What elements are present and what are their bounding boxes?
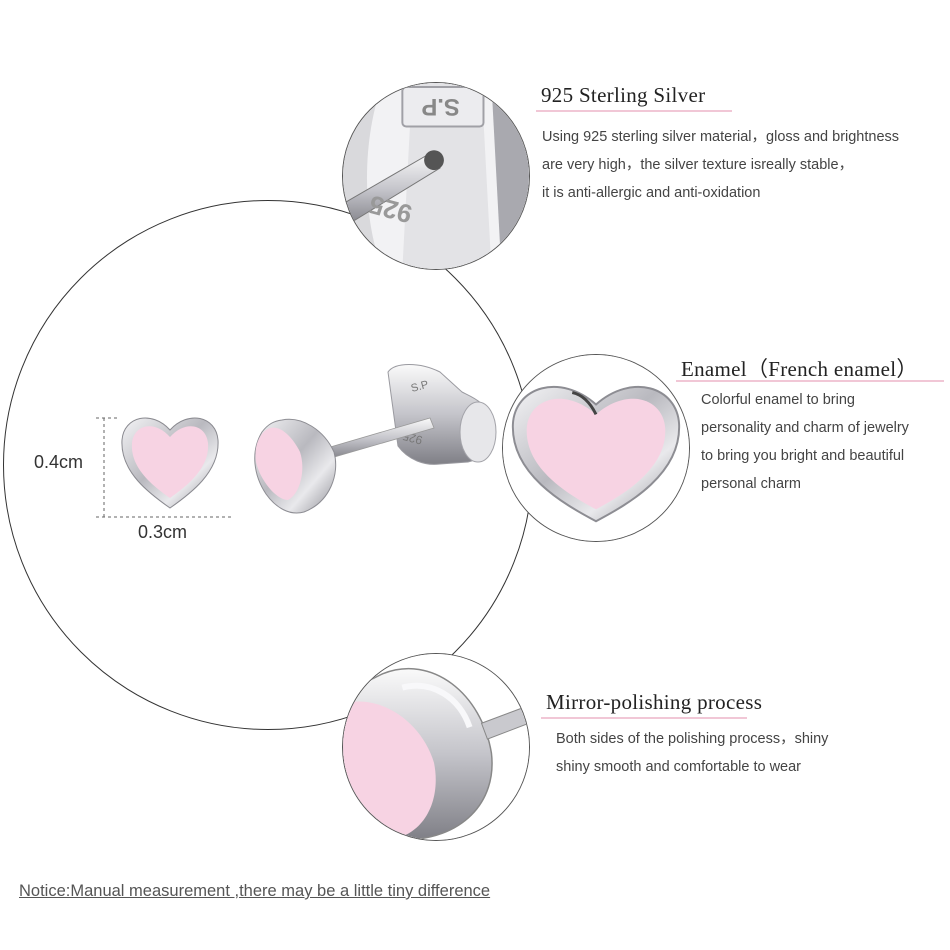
svg-text:S.P: S.P: [421, 93, 459, 119]
polish-desc-line: shiny smooth and comfortable to wear: [556, 759, 802, 775]
enamel-feature-description: Colorful enamel to bring personality and…: [701, 386, 909, 498]
polish-title-underline: [541, 717, 747, 719]
earring-back: S.P 925: [387, 364, 497, 465]
silver-title-underline: [536, 110, 732, 112]
polish-feature-description: Both sides of the polishing process，shin…: [556, 725, 828, 781]
enamel-title-underline: [676, 380, 944, 382]
svg-text:S.P: S.P: [410, 379, 430, 395]
detail-enamel-heart: [502, 354, 690, 542]
width-dimension-label: 0.3cm: [138, 522, 188, 542]
polish-feature-title: Mirror-polishing process: [546, 690, 763, 714]
detail-mirror-polish: [342, 653, 530, 841]
enamel-desc-line: Colorful enamel to bring: [701, 392, 855, 408]
silver-desc-line: it is anti-allergic and anti-oxidation: [542, 185, 761, 201]
silver-feature-title: 925 Sterling Silver: [541, 83, 706, 107]
enamel-feature-title: Enamel（French enamel）: [681, 357, 918, 381]
measurement-notice: Notice:Manual measurement ,there may be …: [19, 882, 491, 900]
enamel-desc-line: personality and charm of jewelry: [701, 420, 909, 436]
silver-desc-line: are very high，the silver texture isreall…: [542, 157, 854, 173]
silver-desc-line: Using 925 sterling silver material，gloss…: [542, 129, 900, 145]
detail-silver-stamp: S.P 925: [342, 82, 530, 270]
front-heart: [121, 417, 219, 509]
polish-desc-line: Both sides of the polishing process，shin…: [556, 731, 829, 747]
silver-feature-description: Using 925 sterling silver material，gloss…: [542, 123, 899, 207]
enamel-desc-line: to bring you bright and beautiful: [701, 448, 905, 464]
enamel-desc-line: personal charm: [701, 476, 801, 492]
side-heart: [254, 418, 337, 514]
height-dimension-label: 0.4cm: [34, 452, 84, 472]
